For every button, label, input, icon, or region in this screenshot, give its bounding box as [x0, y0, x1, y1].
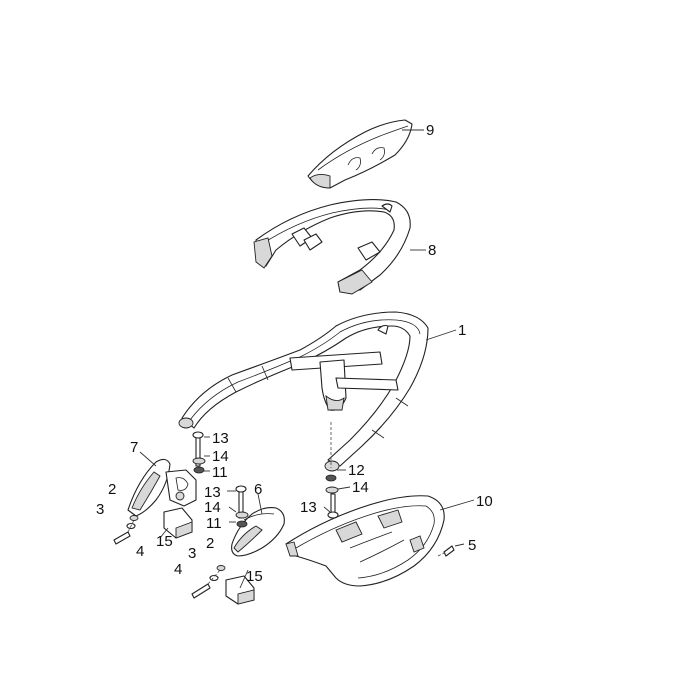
callout-4-left: 4 — [136, 543, 144, 560]
callout-15-left: 15 — [156, 533, 173, 550]
callout-5: 5 — [468, 537, 476, 554]
callout-11-middle: 11 — [206, 515, 222, 532]
callout-3-lower: 3 — [188, 545, 196, 562]
callout-4-lower: 4 — [174, 561, 182, 578]
leader-lines — [139, 129, 475, 589]
callout-14-right: 14 — [352, 479, 369, 496]
callout-labels: 1 8 9 10 5 7 6 13 14 11 13 14 11 12 14 1… — [96, 122, 493, 585]
part-8-rear-rack — [253, 199, 411, 295]
callout-3-left: 3 — [96, 501, 104, 518]
callout-9: 9 — [426, 122, 434, 139]
callout-13-right: 13 — [300, 499, 317, 516]
part-15-blocks — [163, 507, 255, 605]
callout-2-left: 2 — [108, 481, 116, 498]
hardware-fasteners — [113, 422, 455, 599]
callout-10: 10 — [476, 493, 493, 510]
part-1-grab-rail — [178, 311, 429, 472]
callout-6: 6 — [254, 481, 262, 498]
part-9-rack-cover — [307, 119, 413, 189]
callout-13-middle: 13 — [204, 484, 221, 501]
callout-11-left: 11 — [212, 464, 228, 481]
part-7-left-bracket — [127, 458, 197, 517]
callout-2-lower: 2 — [206, 535, 214, 552]
callout-12: 12 — [348, 462, 365, 479]
callout-8: 8 — [428, 242, 436, 259]
part-10-lower-panel — [285, 495, 445, 587]
part-6-right-bracket — [231, 507, 285, 557]
callout-13-left: 13 — [212, 430, 229, 447]
callout-7: 7 — [130, 439, 138, 456]
callout-1: 1 — [458, 322, 466, 339]
callout-14-left: 14 — [212, 448, 229, 465]
callout-14-middle: 14 — [204, 499, 221, 516]
callout-15-lower: 15 — [246, 568, 263, 585]
